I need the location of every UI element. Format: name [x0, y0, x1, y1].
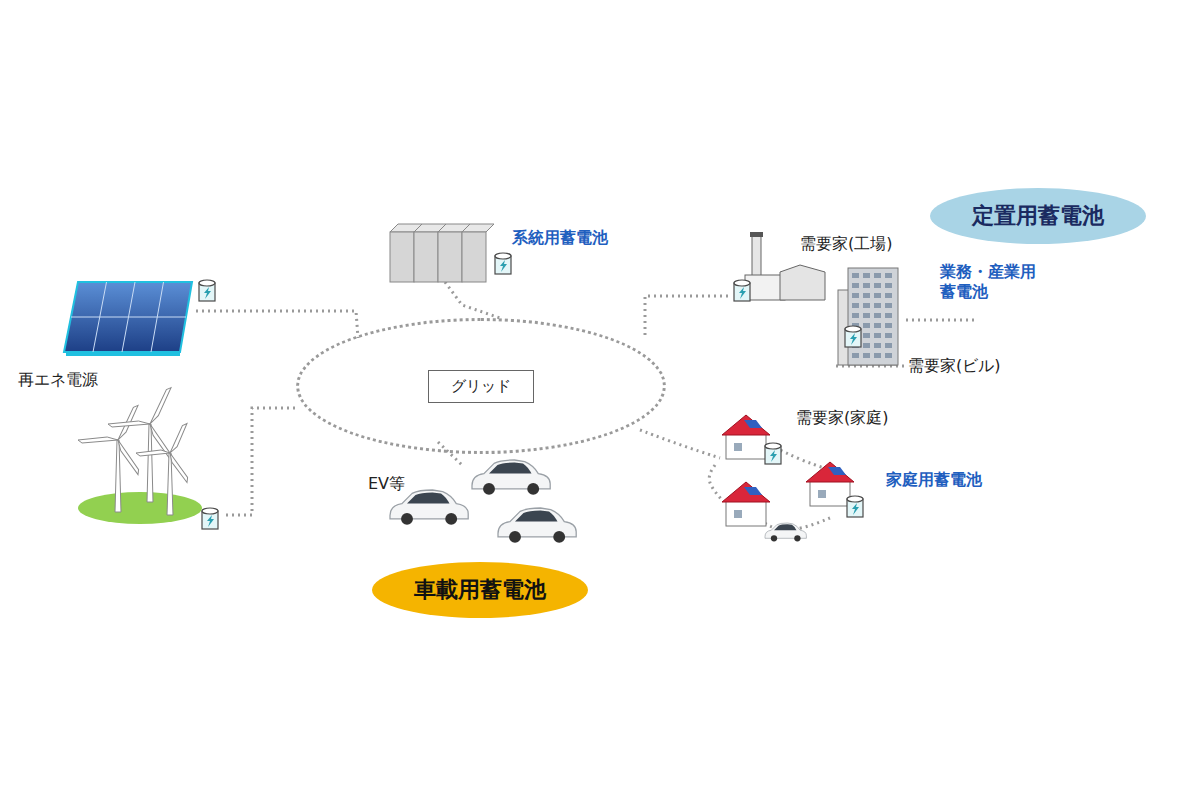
site-label: EV等	[368, 474, 405, 494]
wind-turbines	[78, 386, 202, 524]
battery-icon	[734, 280, 750, 301]
battery-icon	[199, 280, 215, 301]
battery-icon	[495, 253, 511, 274]
house	[722, 482, 770, 526]
category-ellipse: 車載用蓄電池	[372, 562, 588, 618]
node-text: 定置用蓄電池	[972, 201, 1104, 231]
node-text: グリッド	[428, 370, 534, 403]
battery-icon	[765, 443, 781, 464]
battery-label: 家庭用蓄電池	[886, 470, 982, 490]
site-label: 需要家(ビル)	[908, 356, 1000, 376]
battery-label: 業務・産業用 蓄電池	[940, 262, 1044, 302]
battery-icon	[847, 496, 863, 517]
ev-car	[390, 490, 468, 525]
solar-panel	[64, 282, 192, 356]
office-building	[838, 268, 898, 365]
site-label: 需要家(工場)	[800, 234, 892, 254]
node-text: 車載用蓄電池	[414, 575, 546, 605]
battery-racks	[390, 224, 494, 282]
site-label: 需要家(家庭)	[796, 408, 888, 428]
battery-label: 系統用蓄電池	[512, 228, 608, 248]
site-label: 再エネ電源	[18, 370, 98, 390]
grid-ellipse: グリッド	[296, 318, 666, 454]
house	[722, 415, 770, 459]
category-ellipse: 定置用蓄電池	[930, 188, 1146, 244]
battery-icon	[202, 508, 218, 529]
ev-car	[472, 460, 550, 495]
battery-icon	[845, 326, 861, 347]
ev-car	[765, 523, 806, 541]
ev-car	[498, 508, 576, 543]
